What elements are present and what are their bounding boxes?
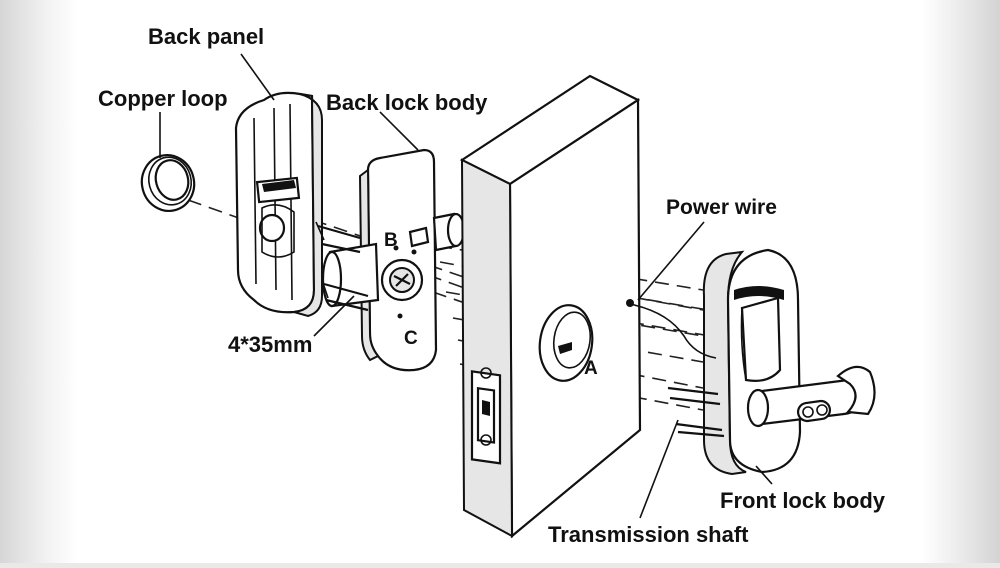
back-panel-part [234, 91, 323, 318]
label-screw-size: 4*35mm [228, 332, 312, 357]
diagram-labels: Back panel Copper loop Back lock body Po… [98, 24, 886, 547]
right-fade-border [922, 0, 1000, 563]
label-back-panel: Back panel [148, 24, 264, 49]
label-copper-loop: Copper loop [98, 86, 228, 111]
label-power-wire: Power wire [666, 196, 777, 219]
label-back-lock-body: Back lock body [326, 90, 488, 115]
left-fade-border [0, 0, 78, 563]
power-wire [626, 299, 717, 359]
copper-loop-ring [140, 154, 196, 212]
marker-a: A [584, 358, 598, 379]
door-slab [459, 74, 642, 539]
exploded-lock-diagram: Back panel Copper loop Back lock body Po… [78, 0, 922, 563]
label-front-lock-body: Front lock body [720, 488, 886, 513]
marker-c: C [404, 328, 418, 349]
front-lock-body-part [667, 248, 876, 476]
leader-lines [159, 53, 773, 519]
label-transmission-shaft: Transmission shaft [548, 522, 749, 547]
mounting-screws [315, 221, 369, 312]
marker-b: B [384, 230, 398, 251]
diagram-svg: Back panel Copper loop Back lock body Po… [98, 24, 886, 547]
back-lock-body-part [321, 148, 466, 372]
